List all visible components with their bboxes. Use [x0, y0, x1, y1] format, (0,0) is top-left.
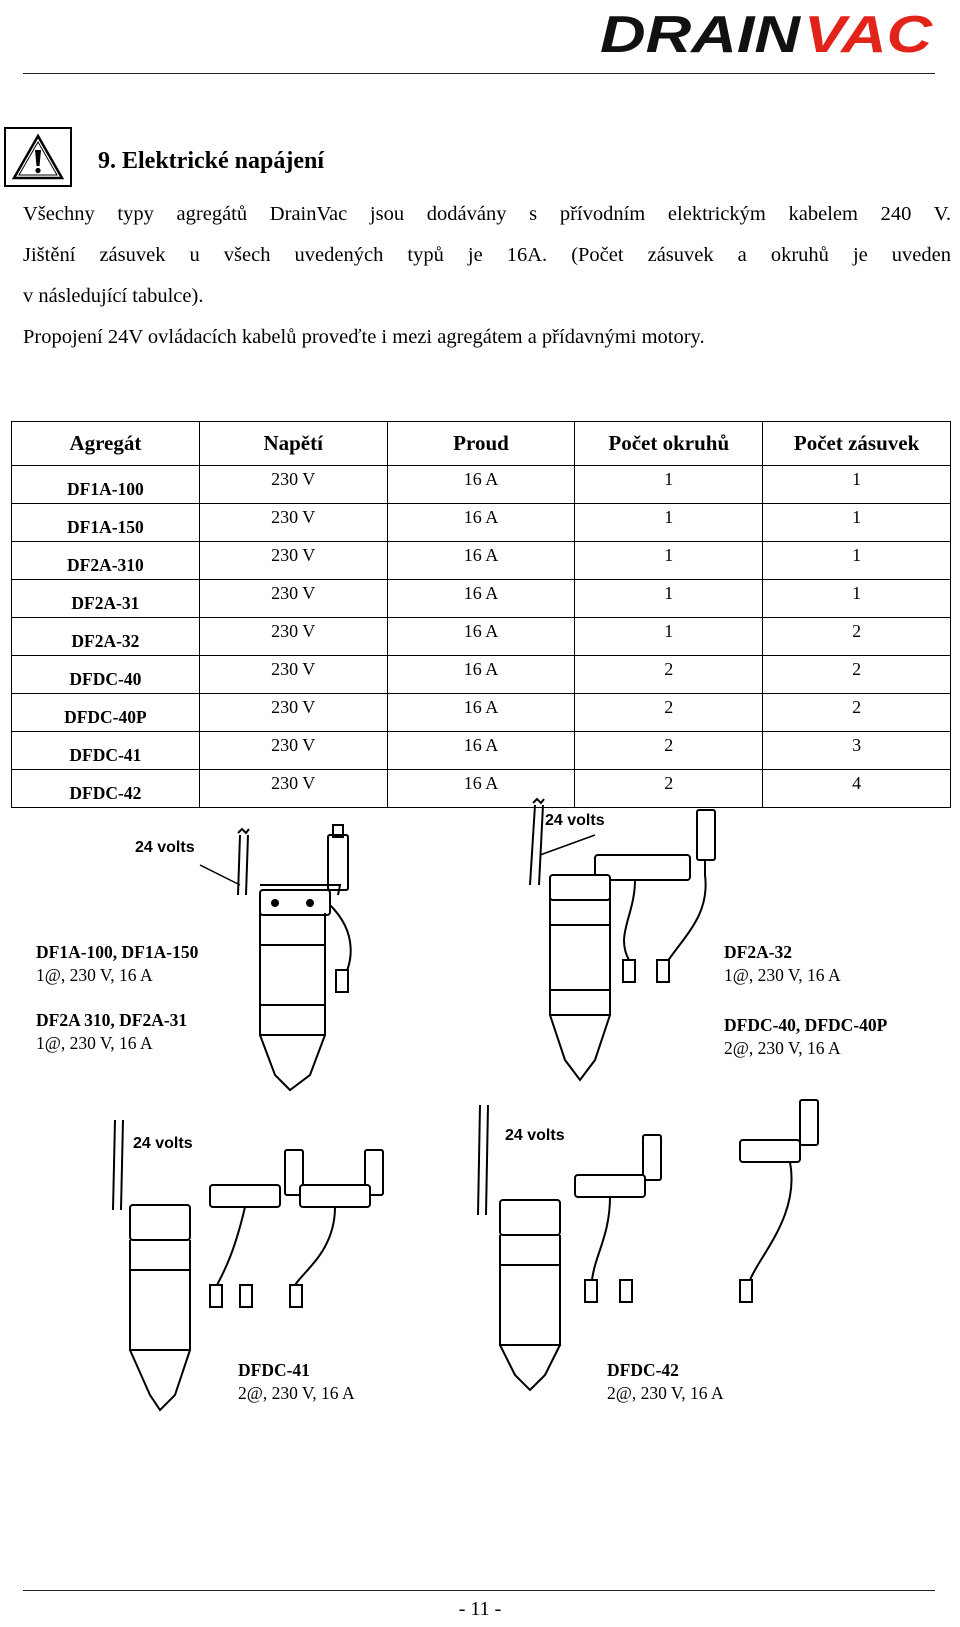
table-cell: 1: [574, 617, 764, 656]
volts-label: 24 volts: [545, 812, 605, 829]
table-cell: 2: [574, 655, 764, 694]
table-cell: 16 A: [386, 617, 576, 656]
table-cell: 230 V: [198, 465, 388, 504]
diagram-caption: DFDC-40, DFDC-40P 2@, 230 V, 16 A: [724, 1014, 888, 1060]
table-cell: 16 A: [386, 465, 576, 504]
diagram-caption: DF2A-32 1@, 230 V, 16 A: [724, 941, 841, 987]
unit-diagram: 24 volts: [477, 1099, 819, 1392]
warning-icon: [4, 127, 72, 187]
table-cell: 2: [574, 731, 764, 770]
caption-spec: 1@, 230 V, 16 A: [36, 1033, 153, 1053]
caption-spec: 1@, 230 V, 16 A: [724, 965, 841, 985]
diagram-caption: DF2A 310, DF2A-31 1@, 230 V, 16 A: [36, 1009, 188, 1055]
paragraph-line: Jištění zásuvek u všech uvedených typů j…: [23, 244, 951, 266]
table-cell: 16 A: [386, 731, 576, 770]
page-number: - 11 -: [458, 1598, 502, 1620]
table-cell: 2: [762, 693, 951, 732]
table-cell: 230 V: [198, 503, 388, 542]
paragraph-line: Všechny typy agregátů DrainVac jsou dodá…: [23, 203, 951, 225]
table-cell: 16 A: [386, 503, 576, 542]
table-cell: 1: [574, 465, 764, 504]
svg-text:VAC: VAC: [804, 6, 934, 64]
table-cell: 230 V: [198, 655, 388, 694]
unit-diagram: 24 volts: [112, 1119, 384, 1412]
table-header-row: Agregát Napětí Proud Počet okruhů Počet …: [11, 421, 951, 466]
table-cell: 1: [762, 465, 951, 504]
paragraph-line: v následující tabulce).: [23, 285, 204, 307]
table-cell: 3: [762, 731, 951, 770]
footer-rule: [23, 1590, 935, 1591]
table-cell: 1: [762, 579, 951, 618]
unit-diagram: 24 volts: [529, 797, 716, 1082]
column-header: Napětí: [198, 421, 388, 466]
table-cell: 230 V: [198, 617, 388, 656]
table-cell: 1: [574, 579, 764, 618]
table-cell: 2: [762, 617, 951, 656]
caption-spec: 2@, 230 V, 16 A: [238, 1383, 355, 1403]
svg-text:DRAIN: DRAIN: [600, 6, 802, 64]
table-cell: 1: [574, 541, 764, 580]
table-cell: 2: [762, 655, 951, 694]
table-cell: 1: [762, 503, 951, 542]
unit-name-cell: DF1A-150: [11, 503, 200, 542]
unit-name-cell: DF2A-32: [11, 617, 200, 656]
caption-spec: 2@, 230 V, 16 A: [724, 1038, 841, 1058]
unit-name-cell: DFDC-40P: [11, 693, 200, 732]
table-cell: 16 A: [386, 541, 576, 580]
unit-name-cell: DFDC-42: [11, 769, 200, 808]
paragraph-line: Propojení 24V ovládacích kabelů proveďte…: [23, 326, 705, 348]
header-rule: [23, 73, 935, 74]
volts-label: 24 volts: [505, 1127, 565, 1144]
unit-name-cell: DF2A-310: [11, 541, 200, 580]
caption-title: DF1A-100, DF1A-150: [36, 942, 199, 962]
volts-label: 24 volts: [135, 839, 195, 856]
column-header: Proud: [386, 421, 576, 466]
unit-name-cell: DFDC-40: [11, 655, 200, 694]
caption-title: DF2A 310, DF2A-31: [36, 1010, 188, 1030]
diagram-caption: DF1A-100, DF1A-150 1@, 230 V, 16 A: [36, 941, 199, 987]
table-cell: 230 V: [198, 769, 388, 808]
unit-name-cell: DF1A-100: [11, 465, 200, 504]
unit-name-cell: DFDC-41: [11, 731, 200, 770]
caption-spec: 2@, 230 V, 16 A: [607, 1383, 724, 1403]
column-header: Počet zásuvek: [762, 421, 951, 466]
column-header: Agregát: [11, 421, 200, 466]
section-heading: 9. Elektrické napájení: [98, 148, 324, 174]
caption-title: DF2A-32: [724, 942, 793, 962]
table-cell: 230 V: [198, 541, 388, 580]
table-cell: 230 V: [198, 731, 388, 770]
table-cell: 1: [762, 541, 951, 580]
column-header: Počet okruhů: [574, 421, 764, 466]
diagram-caption: DFDC-42 2@, 230 V, 16 A: [607, 1359, 724, 1405]
caption-title: DFDC-42: [607, 1360, 679, 1380]
table-cell: 230 V: [198, 693, 388, 732]
caption-title: DFDC-41: [238, 1360, 310, 1380]
table-cell: 4: [762, 769, 951, 808]
table-cell: 16 A: [386, 693, 576, 732]
table-cell: 2: [574, 769, 764, 808]
volts-label: 24 volts: [133, 1135, 193, 1152]
diagram-caption: DFDC-41 2@, 230 V, 16 A: [238, 1359, 355, 1405]
table-cell: 2: [574, 693, 764, 732]
table-cell: 1: [574, 503, 764, 542]
unit-name-cell: DF2A-31: [11, 579, 200, 618]
caption-title: DFDC-40, DFDC-40P: [724, 1015, 888, 1035]
table-cell: 230 V: [198, 579, 388, 618]
table-cell: 16 A: [386, 769, 576, 808]
power-supply-table: Agregát Napětí Proud Počet okruhů Počet …: [11, 421, 951, 808]
drainvac-logo: DRAIN VAC: [600, 6, 934, 64]
caption-spec: 1@, 230 V, 16 A: [36, 965, 153, 985]
table-cell: 16 A: [386, 655, 576, 694]
table-cell: 16 A: [386, 579, 576, 618]
unit-diagram: 24 volts: [135, 824, 352, 1092]
